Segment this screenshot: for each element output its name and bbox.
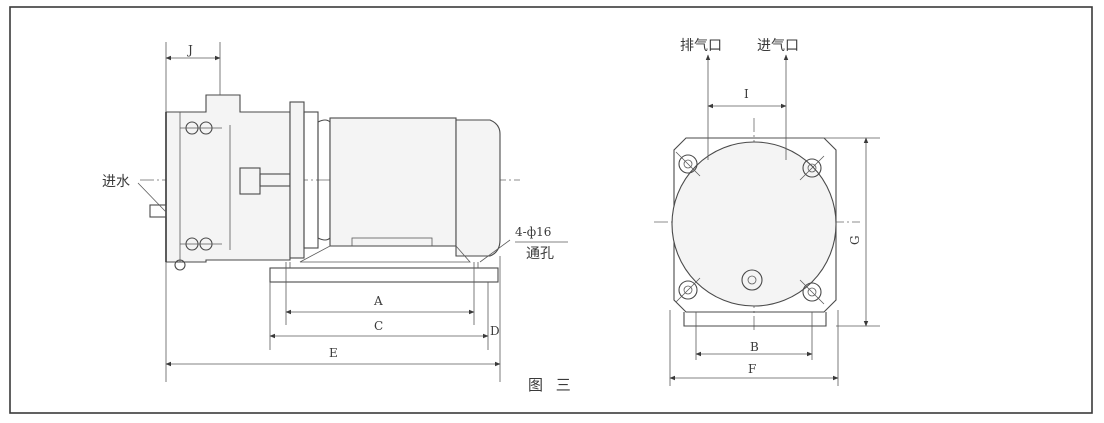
front-housing — [673, 137, 837, 313]
exhaust-port-label: 排气口 — [680, 38, 722, 54]
front-base — [683, 312, 827, 327]
dim-d-label: D — [490, 324, 500, 338]
water-inlet-pipe — [149, 204, 167, 218]
motor-flange — [289, 101, 305, 259]
dim-j-label: J — [186, 43, 193, 57]
dim-c-label: C — [374, 319, 383, 333]
dim-a-label: A — [373, 294, 383, 308]
front-view: 排气口 进气口 I G B F — [654, 38, 880, 386]
corner-bolt-br — [799, 279, 825, 305]
water-inlet-label: 进水 — [102, 174, 130, 190]
corner-bolt-tr — [799, 155, 825, 181]
motor-body — [329, 117, 457, 247]
pump-foot — [174, 259, 186, 271]
corner-bolt-tl — [675, 151, 701, 177]
drawing-frame — [9, 6, 1093, 414]
top-bolt-pair — [180, 121, 222, 135]
hole-spec-label: 4-ф16 — [515, 225, 551, 239]
side-view: 进水 4-ф16 通孔 J A C D E — [102, 42, 568, 382]
dim-e-label: E — [329, 346, 338, 360]
corner-bolt-bl — [675, 277, 701, 303]
dim-b-label: B — [750, 340, 759, 354]
dim-i-label: I — [744, 87, 749, 101]
center-boss — [741, 269, 763, 291]
fan-cover — [455, 119, 501, 257]
intake-port-label: 进气口 — [757, 38, 799, 54]
figure-caption: 图 三 — [528, 376, 575, 394]
dim-g-label: G — [848, 235, 862, 245]
base-plate — [269, 267, 499, 283]
dim-f-label: F — [748, 362, 756, 376]
front-main-circle — [671, 141, 837, 307]
bottom-bolt-pair — [180, 237, 222, 251]
pump-head-body — [165, 94, 291, 263]
through-hole-label: 通孔 — [526, 246, 554, 262]
